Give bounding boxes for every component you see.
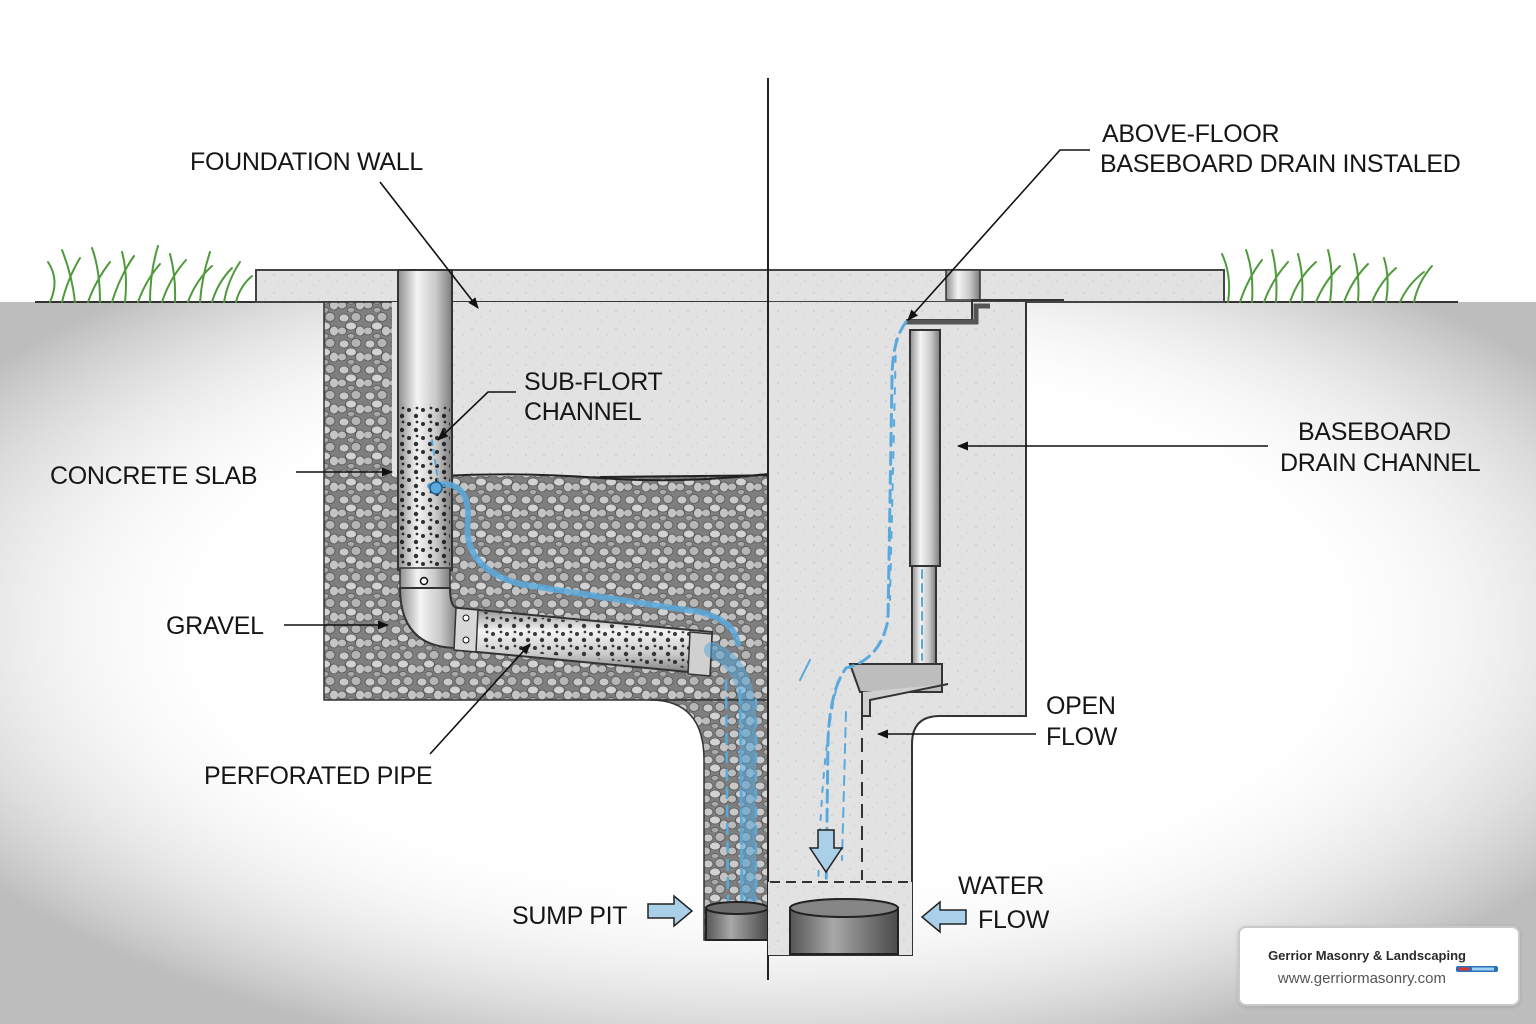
sump-pit-left: [705, 901, 769, 941]
label-baseboard-1: BASEBOARD: [1298, 418, 1451, 446]
sump-pit-arrow: [647, 894, 694, 928]
label-sump-pit: SUMP PIT: [512, 902, 627, 930]
label-open-flow-1: OPEN: [1046, 692, 1116, 720]
label-water-flow-2: FLOW: [978, 906, 1050, 934]
leader-above-floor: [907, 149, 1090, 321]
leader-foundation-wall: [379, 181, 479, 309]
company-url: www.gerriormasonry.com: [1277, 970, 1446, 987]
grass-left: [47, 245, 253, 303]
sump-pit-right: [768, 829, 912, 955]
water-flow-right: [799, 320, 923, 902]
water-flow-left: [427, 439, 758, 918]
company-logo-icon: [1456, 966, 1498, 972]
baseboard-drain-channel: [848, 269, 1064, 880]
leader-perforated-pipe: [429, 643, 531, 755]
grass-right: [1221, 249, 1433, 303]
label-water-flow-1: WATER: [958, 872, 1044, 900]
leader-sub-flort: [437, 391, 516, 441]
label-sub-flort-1: SUB-FLORT: [524, 368, 663, 396]
label-foundation-wall: FOUNDATION WALL: [190, 148, 423, 176]
label-above-floor-2: BASEBOARD DRAIN INSTALED: [1100, 150, 1460, 178]
label-gravel: GRAVEL: [166, 612, 264, 640]
company-badge: Gerrior Masonry & Landscaping www.gerrio…: [1238, 926, 1520, 1006]
label-perforated-pipe: PERFORATED PIPE: [204, 762, 432, 790]
perforated-pipe: [398, 587, 714, 677]
label-sub-flort-2: CHANNEL: [524, 398, 642, 426]
company-name: Gerrior Masonry & Landscaping: [1268, 948, 1466, 963]
foundation-wall-pipe: [397, 269, 453, 589]
label-concrete-slab: CONCRETE SLAB: [50, 462, 257, 490]
concrete-right: [767, 302, 1027, 956]
label-open-flow-2: FLOW: [1046, 723, 1118, 751]
label-baseboard-2: DRAIN CHANNEL: [1280, 449, 1481, 477]
water-flow-arrow: [920, 900, 967, 934]
label-above-floor-1: ABOVE-FLOOR: [1102, 120, 1279, 148]
